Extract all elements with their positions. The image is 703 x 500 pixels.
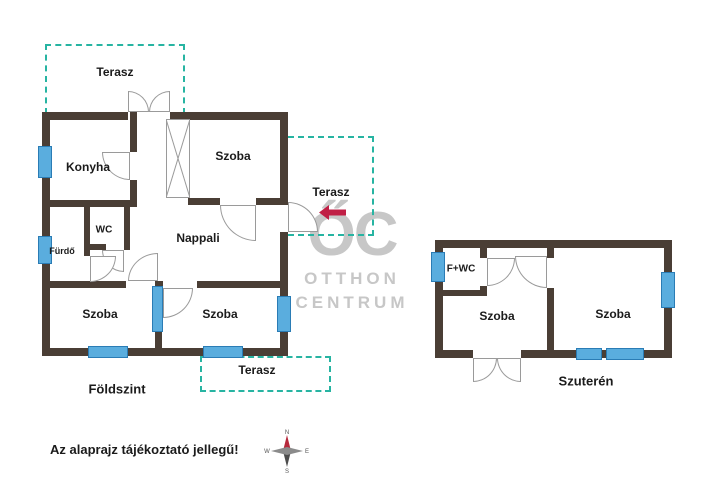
wall-segment (280, 232, 288, 356)
double-door-x-icon (166, 119, 190, 198)
wall-segment (42, 281, 126, 288)
wall-segment (197, 281, 288, 288)
wall-segment (84, 244, 106, 250)
wall-segment (547, 240, 554, 258)
window (576, 348, 602, 360)
wall-segment (435, 290, 487, 296)
window (606, 348, 644, 360)
room-label-szoba-bottom-mid: Szoba (202, 307, 238, 321)
arrow-left-icon (319, 205, 346, 220)
room-label-terasz-bottom: Terasz (238, 363, 276, 377)
room-label-terasz-right: Terasz (312, 185, 350, 199)
window (431, 252, 445, 282)
wall-segment (84, 200, 90, 256)
door-arc (497, 358, 521, 382)
door-arc (220, 205, 256, 241)
room-label-nappali: Nappali (176, 231, 220, 245)
room-label-konyha: Konyha (65, 160, 111, 174)
wall-segment (188, 198, 220, 205)
door-arc (515, 256, 547, 288)
room-label-furdo: Fürdő (49, 246, 75, 256)
door-arc (128, 253, 158, 281)
room-label-wc: WC (95, 224, 113, 236)
compass-west-label: W (264, 449, 270, 455)
wall-segment (124, 200, 130, 250)
door-arc (163, 288, 193, 318)
window (38, 236, 52, 264)
terrace-outline-bottom (200, 356, 331, 392)
wall-segment (155, 332, 162, 356)
room-label-szoba-top: Szoba (215, 149, 251, 163)
door-arc (473, 358, 497, 382)
window (203, 346, 243, 358)
wall-segment (42, 112, 50, 356)
window (661, 272, 675, 308)
glazed-door (152, 286, 163, 332)
window (88, 346, 128, 358)
compass-north-label: N (285, 430, 289, 436)
room-label-terasz-top: Terasz (96, 65, 134, 79)
room-label-szoba-bottom-left: Szoba (82, 307, 118, 321)
room-label-szoba-basement-right: Szoba (595, 307, 631, 321)
brand-name-line1: OTTHON (304, 268, 400, 288)
brand-name-line2: CENTRUM (295, 292, 409, 312)
room-label-szoba-basement-left: Szoba (479, 309, 515, 323)
window (38, 146, 52, 178)
disclaimer-text: Az alaprajz tájékoztató jellegű! (50, 442, 239, 457)
terrace-outline-right (288, 136, 374, 236)
compass-south-label: S (285, 469, 289, 474)
wall-segment (130, 112, 137, 152)
wall-segment (170, 112, 288, 120)
terrace-outline-top (45, 44, 185, 114)
wall-segment (280, 112, 288, 202)
wall-segment (42, 112, 128, 120)
floor-label-szuteren: Szuterén (558, 373, 614, 389)
wall-segment (42, 348, 288, 356)
wall-segment (256, 198, 288, 205)
brand-watermark: ŐC OTTHON CENTRUM (295, 204, 409, 313)
wall-segment (435, 350, 473, 358)
compass-icon: N E S W (264, 430, 309, 474)
door-arc (90, 256, 116, 282)
floor-label-foldszint: Földszint (88, 381, 146, 397)
wall-segment (130, 180, 137, 207)
wall-segment (435, 240, 443, 358)
window (277, 296, 291, 332)
room-label-fwc: F+WC (446, 263, 476, 275)
door-arc (487, 258, 515, 286)
wall-segment (155, 281, 163, 288)
wall-segment (547, 288, 554, 358)
wall-segment (480, 240, 487, 258)
compass-east-label: E (305, 449, 309, 455)
